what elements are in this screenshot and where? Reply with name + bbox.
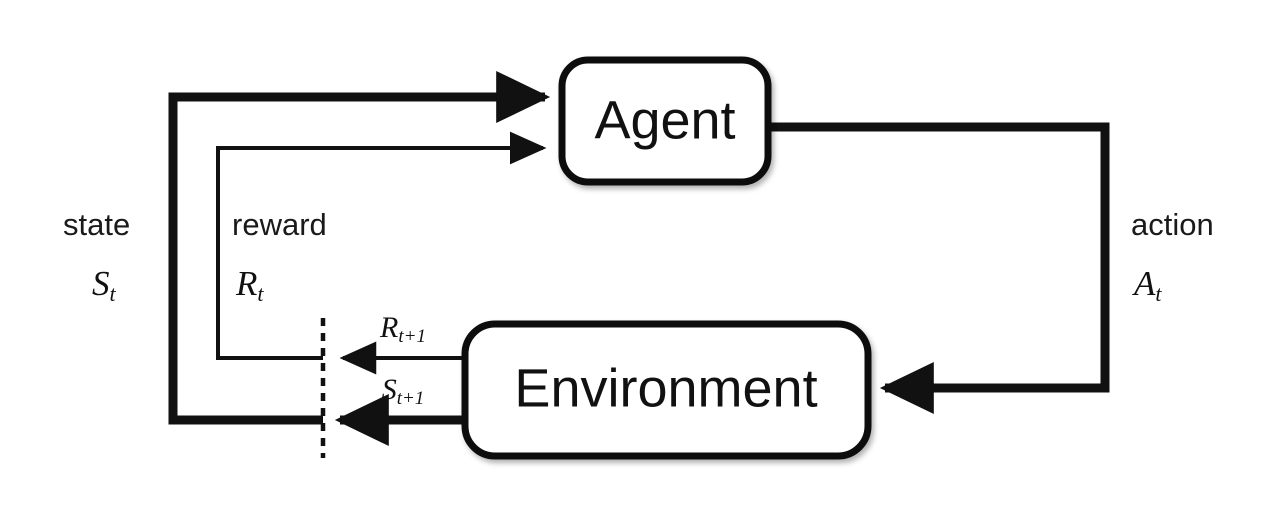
reward-word-label: reward <box>232 207 327 242</box>
edge-state-to-agent <box>168 70 551 425</box>
edge-agent-to-environment-action <box>768 122 1110 415</box>
state-symbol-label: St <box>92 264 117 306</box>
next-reward-label: Rt+1 <box>379 311 426 347</box>
action-word-label: action <box>1131 207 1214 242</box>
state-word-label: state <box>63 207 130 242</box>
reward-symbol-label: Rt <box>235 264 264 306</box>
next-reward-subscript-glyph: t+1 <box>398 326 426 347</box>
environment-box <box>461 320 872 460</box>
node-agent[interactable]: Agent <box>558 56 772 186</box>
next-state-subscript-glyph: t+1 <box>397 388 425 409</box>
next-state-label: St+1 <box>382 373 425 409</box>
action-symbol-label: At <box>1132 264 1162 306</box>
edge-reward-to-agent <box>216 131 547 360</box>
next-state-symbol-glyph: S <box>382 373 397 406</box>
reward-symbol-glyph: R <box>235 264 257 303</box>
state-symbol-glyph: S <box>92 264 110 303</box>
node-environment[interactable]: Environment <box>461 320 872 460</box>
reward-subscript-glyph: t <box>257 281 264 306</box>
agent-box <box>558 56 772 186</box>
action-subscript-glyph: t <box>1155 281 1162 306</box>
state-subscript-glyph: t <box>110 281 117 306</box>
agent-label: Agent <box>594 90 735 150</box>
action-symbol-glyph: A <box>1132 264 1156 303</box>
next-reward-symbol-glyph: R <box>379 311 398 344</box>
environment-label: Environment <box>514 358 817 418</box>
